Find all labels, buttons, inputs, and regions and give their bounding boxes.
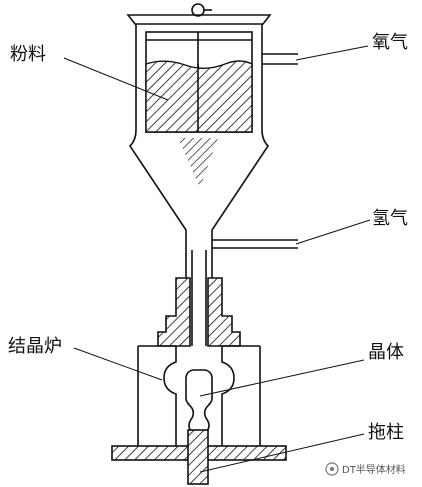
powder-fill — [145, 60, 253, 133]
leader-oxygen — [295, 45, 369, 61]
burner-nozzle — [157, 250, 241, 347]
label-pedestal: 拖柱 — [368, 422, 404, 443]
leader-pedestal — [199, 433, 365, 473]
hopper-body — [128, 24, 270, 288]
label-oxygen: 氧气 — [372, 32, 408, 53]
label-crystal: 晶体 — [368, 342, 404, 363]
oxygen-inlet-pipe — [262, 53, 298, 65]
leader-hydrogen — [295, 219, 371, 245]
powder-stream — [178, 138, 218, 188]
leader-furnace — [73, 347, 163, 381]
leader-powder — [63, 57, 169, 101]
crystal-boule — [185, 369, 213, 433]
watermark-text: DT半导体材料 — [342, 463, 406, 476]
pedestal-rod — [187, 429, 209, 485]
watermark: DT半导体材料 — [325, 462, 406, 476]
hopper-lid — [126, 3, 272, 25]
label-hydrogen: 氢气 — [372, 208, 408, 229]
furnace-chamber — [137, 345, 261, 446]
leader-crystal — [199, 359, 365, 397]
label-furnace: 结晶炉 — [8, 336, 62, 357]
hydrogen-inlet-pipe — [212, 239, 298, 249]
label-powder: 粉料 — [10, 44, 46, 65]
